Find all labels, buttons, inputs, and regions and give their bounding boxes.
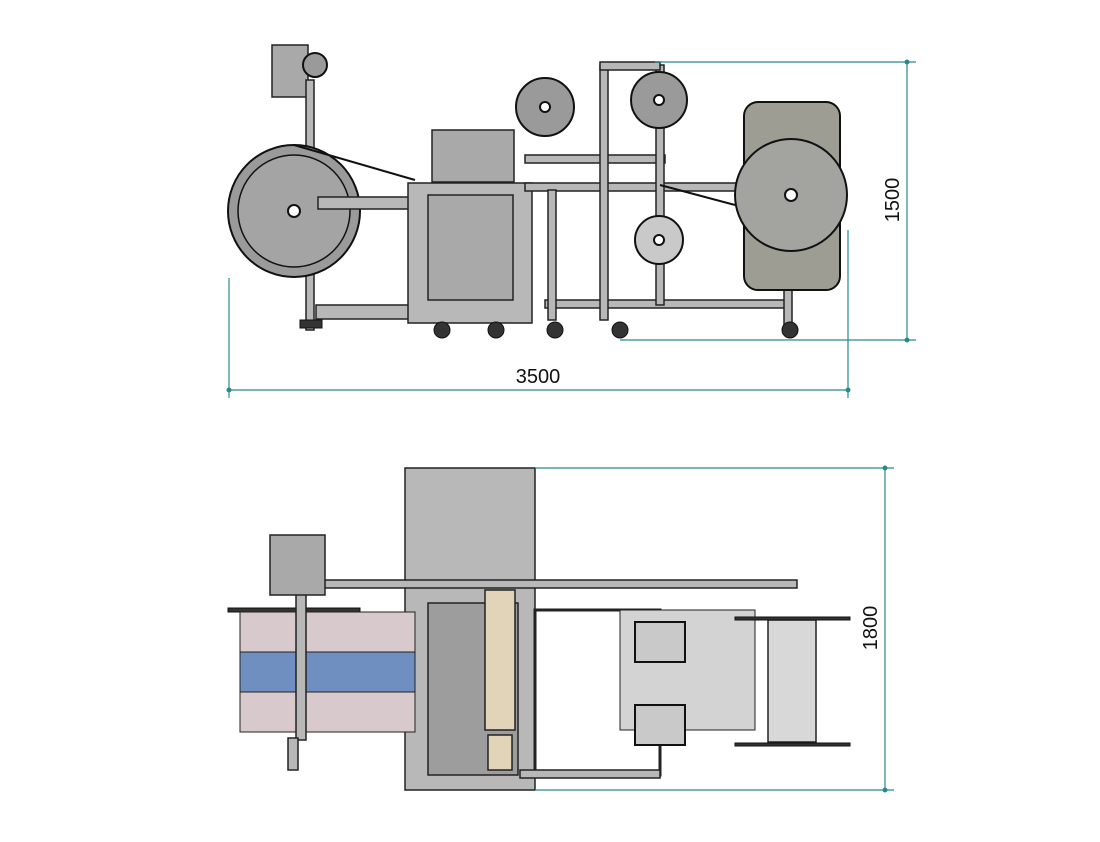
side-dimensions: 3500 1500 (226, 59, 916, 398)
depth-label: 1800 (860, 606, 882, 651)
sealing-plate (487, 734, 513, 771)
leg (547, 189, 557, 321)
sealing-plate (484, 589, 516, 731)
caster-wheel (781, 321, 799, 339)
film-roll-top (634, 704, 686, 746)
height-label: 1500 (882, 178, 904, 223)
blue-material-band (239, 651, 416, 693)
base-beam (315, 304, 412, 320)
rewind-roll-top (767, 619, 817, 743)
shaft (734, 742, 851, 747)
motor-unit (271, 44, 309, 98)
motor-unit (269, 534, 326, 596)
side-view (227, 44, 848, 339)
top-view (227, 467, 851, 791)
lower-rail (544, 299, 786, 309)
top-rail (524, 154, 666, 164)
top-bar (599, 61, 661, 71)
dimension-dot (882, 465, 888, 471)
width-label: 3500 (516, 366, 561, 388)
film-roll-top (634, 621, 686, 663)
dimension-dot (904, 59, 910, 65)
post (287, 737, 299, 771)
caster-wheel (433, 321, 451, 339)
cabinet-door (427, 194, 514, 301)
post (295, 574, 307, 741)
rail (519, 769, 661, 779)
beam (317, 196, 414, 210)
web-path (659, 184, 736, 206)
shaft (734, 616, 851, 621)
caster-wheel (546, 321, 564, 339)
foot (299, 319, 323, 329)
caster-wheel (611, 321, 629, 339)
motor-icon (302, 52, 328, 78)
rail (321, 579, 798, 589)
roll-hub (287, 204, 301, 218)
roll-hub (653, 234, 665, 246)
control-box (431, 129, 515, 183)
roll-hub (784, 188, 798, 202)
web-path (293, 144, 416, 181)
roll-hub (539, 101, 551, 113)
dimension-dot (226, 387, 232, 393)
dimension-dot (845, 387, 851, 393)
dimension-dot (904, 337, 910, 343)
dimension-dot (882, 787, 888, 793)
top-dimensions: 1800 (535, 465, 894, 793)
shaft (227, 607, 361, 613)
roll-hub (653, 94, 665, 106)
caster-wheel (487, 321, 505, 339)
leg (599, 64, 609, 321)
